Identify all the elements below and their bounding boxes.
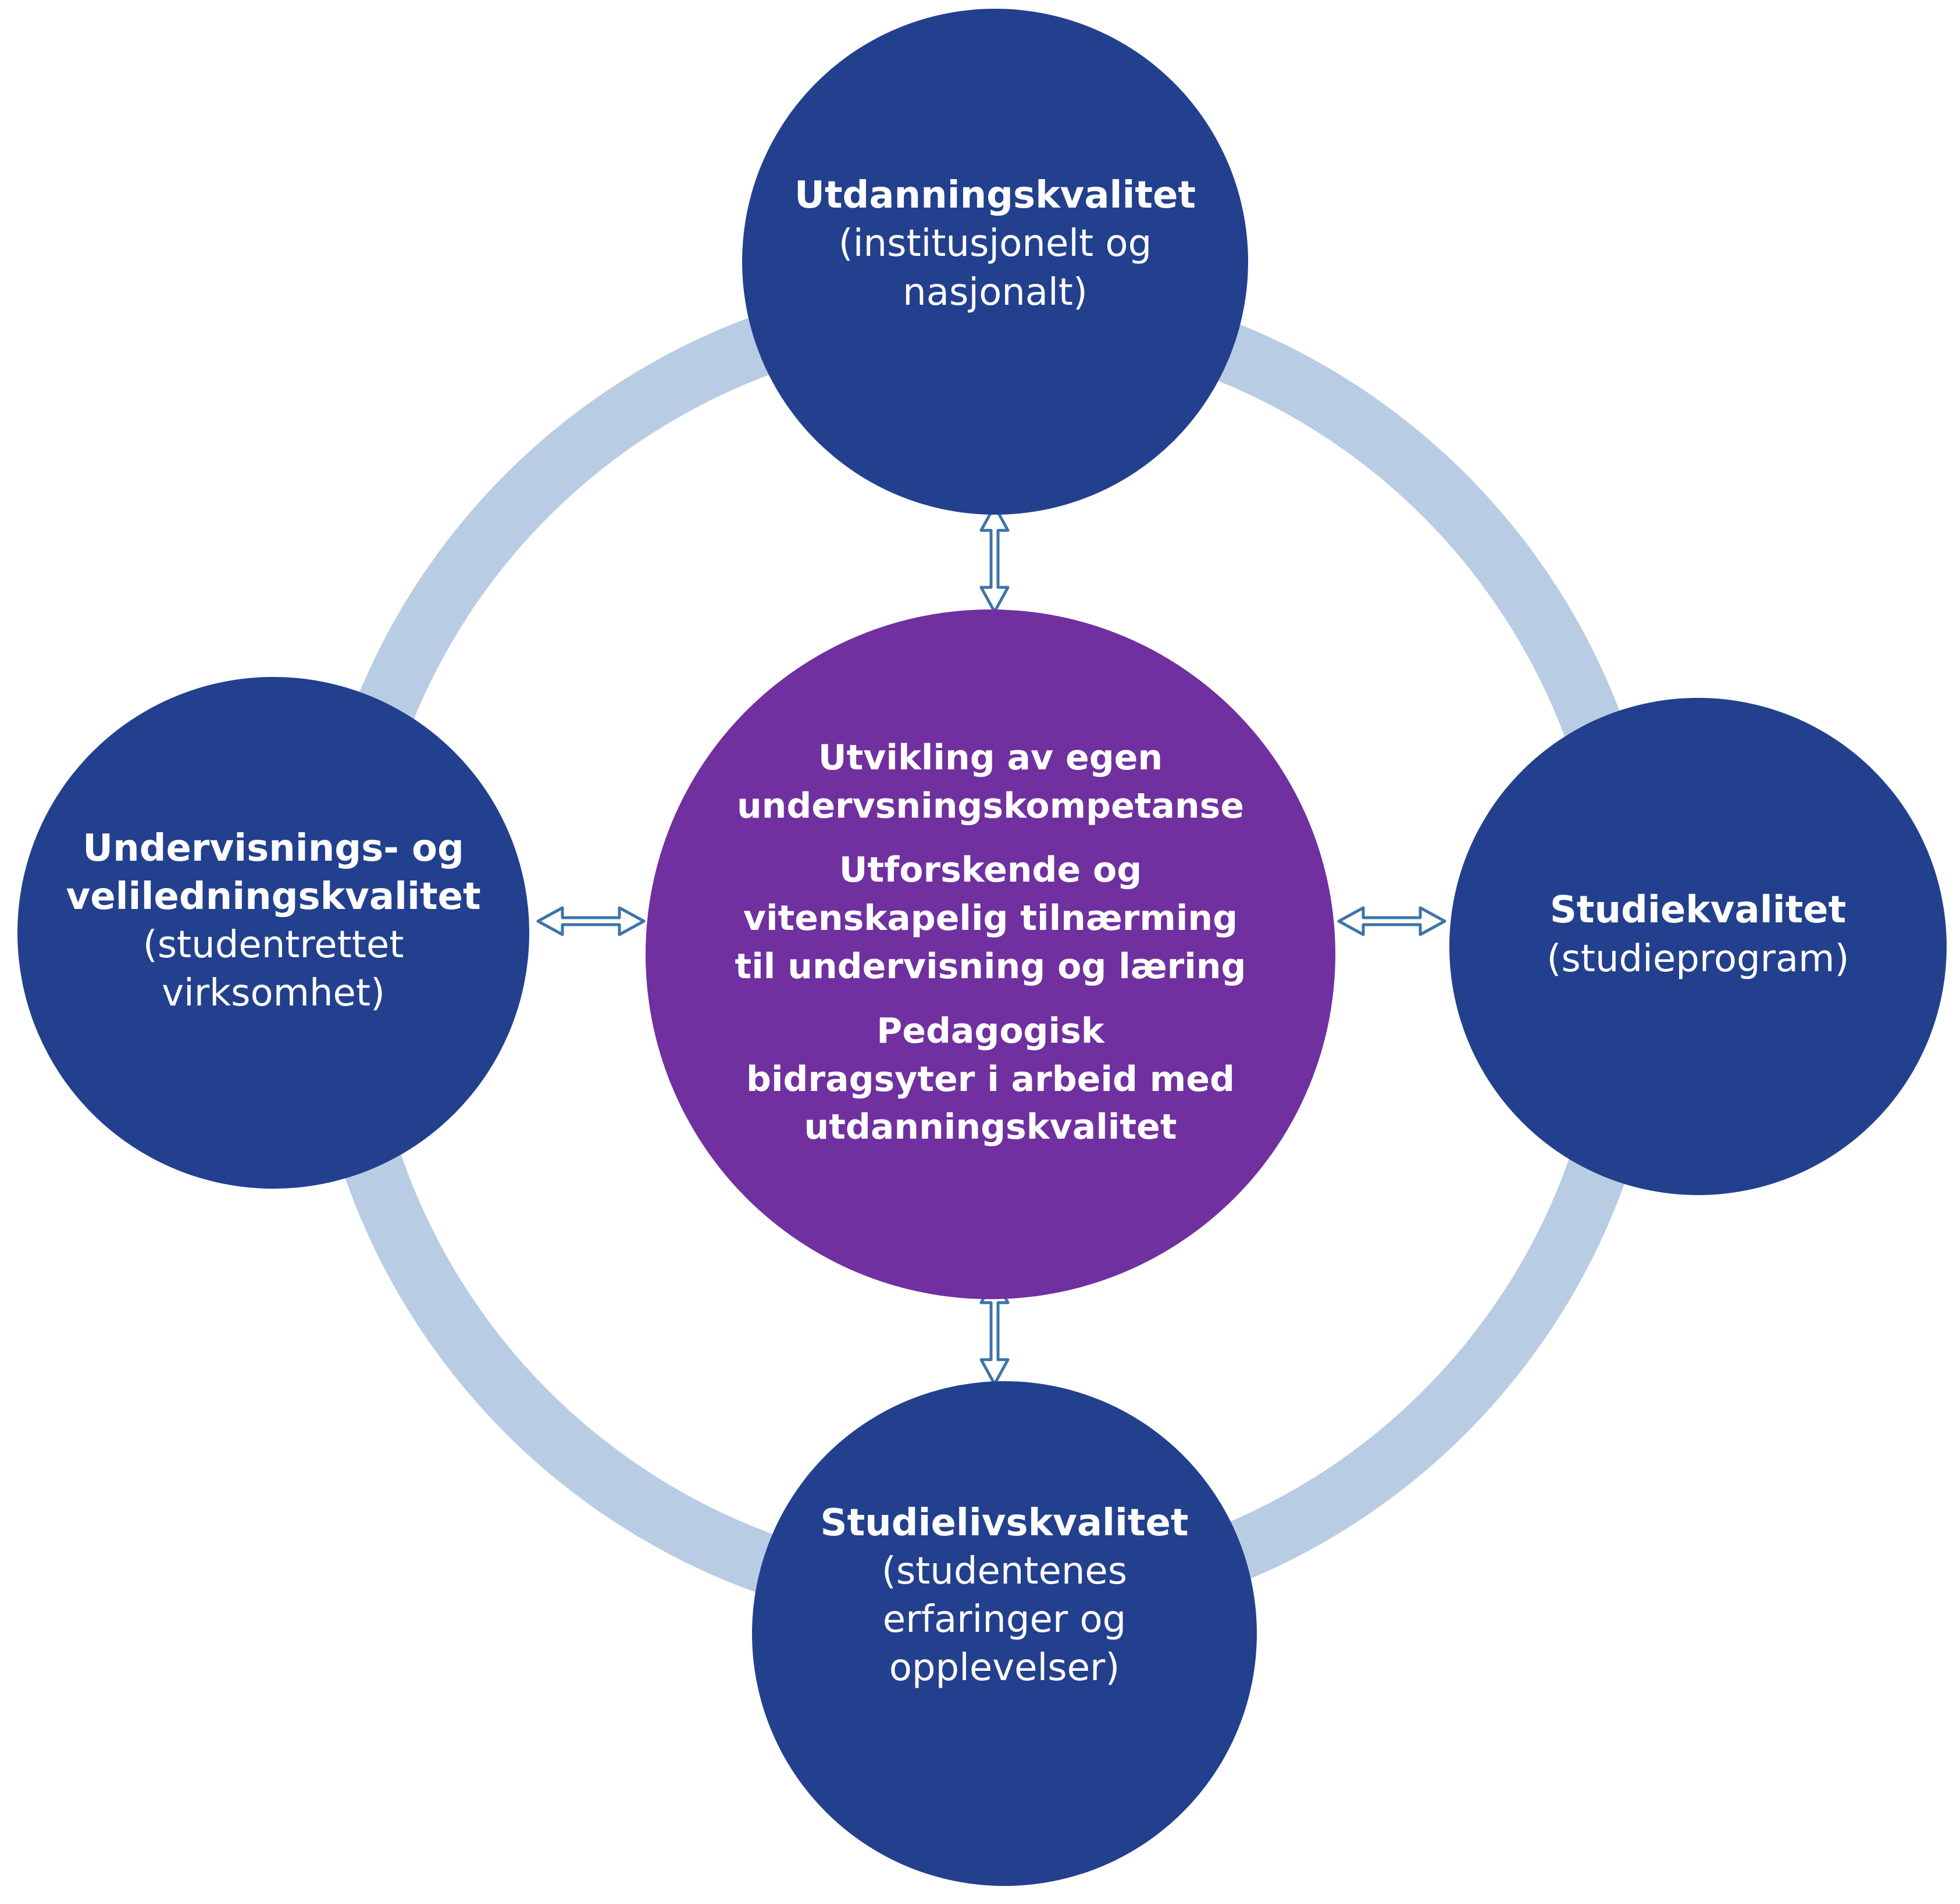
node-left-title-line: Undervisnings- og xyxy=(83,826,464,870)
center-item-pedagogisk: Pedagogisk bidragsyter i arbeid med utda… xyxy=(746,1007,1235,1151)
node-studielivskvalitet: Studielivskvalitet (studentenes erfaring… xyxy=(752,1381,1257,1886)
arrow-center-left xyxy=(536,906,646,936)
node-bottom-sub-line: opplevelser) xyxy=(889,1646,1120,1690)
node-right-sub-line: (studieprogram) xyxy=(1546,937,1849,980)
node-bottom-title: Studielivskvalitet xyxy=(820,1501,1189,1545)
center-item-utforskende: Utforskende og vitenskapelig tilnærming … xyxy=(735,846,1246,990)
center-item-line: undervsningskompetanse xyxy=(736,785,1245,826)
center-item-egen-kompetanse: Utvikling av egen undervsningskompetanse xyxy=(737,734,1244,830)
center-item-line: til undervisning og læring xyxy=(735,946,1246,987)
center-item-line: Utvikling av egen xyxy=(818,737,1163,778)
node-left-title-line: veliledningskvalitet xyxy=(66,875,481,918)
node-studiekvalitet: Studiekvalitet (studieprogram) xyxy=(1449,698,1947,1195)
center-item-line: Pedagogisk xyxy=(876,1010,1104,1051)
node-right-title: Studiekvalitet xyxy=(1549,889,1847,932)
node-center: Utvikling av egen undervsningskompetanse… xyxy=(646,609,1335,1299)
center-item-line: vitenskapelig tilnærming xyxy=(743,898,1238,939)
node-left-sub-line: (studentrettet xyxy=(142,924,404,967)
center-item-line: bidragsyter i arbeid med xyxy=(746,1058,1235,1100)
node-utdanningskvalitet: Utdanningskvalitet (institusjonelt og na… xyxy=(742,9,1248,515)
center-item-line: utdanningskvalitet xyxy=(804,1107,1177,1148)
node-top-sub-line: (institusjonelt og xyxy=(838,222,1152,266)
node-undervisningskvalitet: Undervisnings- og veliledningskvalitet (… xyxy=(17,677,529,1189)
arrow-center-top xyxy=(979,504,1010,614)
center-item-line: Utforskende og xyxy=(839,850,1142,891)
node-top-sub-line: nasjonalt) xyxy=(903,270,1088,314)
node-bottom-sub-line: erfaringer og xyxy=(882,1598,1127,1641)
arrow-center-right xyxy=(1337,906,1446,936)
node-bottom-sub-line: (studentenes xyxy=(881,1549,1128,1593)
node-top-title: Utdanningskvalitet xyxy=(794,174,1196,218)
node-left-sub-line: virksomhet) xyxy=(162,972,385,1015)
